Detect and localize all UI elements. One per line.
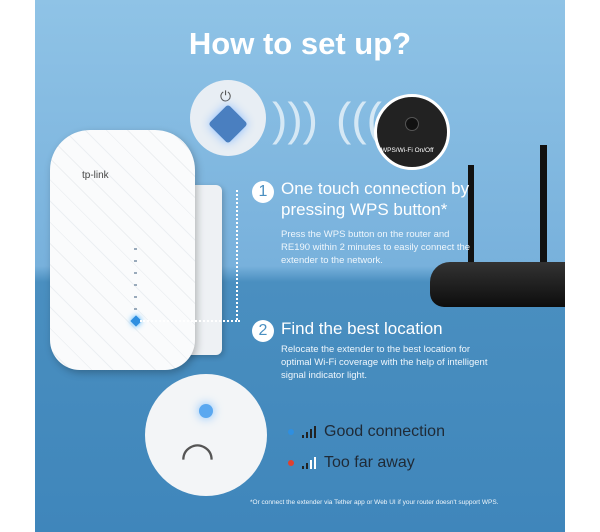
power-icon: ⏻	[220, 88, 232, 104]
wave-icon: )))	[272, 93, 318, 145]
led-indicators	[134, 248, 137, 318]
legend-label: Too far away	[324, 454, 415, 471]
step-title: One touch connection by pressing WPS but…	[281, 179, 470, 219]
router-antenna	[540, 145, 547, 275]
legend-label: Good connection	[324, 423, 445, 440]
wps-button-icon	[208, 104, 248, 144]
blue-light	[199, 404, 213, 418]
connector-line	[236, 190, 238, 320]
connector-line	[140, 320, 240, 322]
wifi-icon: ◠	[180, 435, 215, 479]
legend-far: Too far away	[288, 454, 415, 472]
brand-logo: tp-link	[82, 170, 109, 181]
signal-light-circle: ◠	[145, 374, 267, 496]
step-description: Press the WPS button on the router and R…	[281, 229, 471, 266]
step-number: 2	[252, 320, 274, 342]
legend-good: Good connection	[288, 423, 445, 441]
step-number: 1	[252, 181, 274, 203]
router-wps-circle: WPS/Wi-Fi On/Off	[374, 94, 450, 170]
footnote: *Or connect the extender via Tether app …	[250, 499, 499, 506]
page-title: How to set up?	[188, 26, 412, 61]
step-title: Find the best location	[281, 319, 443, 338]
router-button-label: WPS/Wi-Fi On/Off	[381, 147, 434, 154]
router-antenna	[468, 165, 474, 275]
red-dot-icon	[288, 460, 294, 466]
signal-weak-icon	[302, 457, 316, 469]
router	[430, 262, 565, 307]
extender-device: tp-link	[50, 130, 195, 370]
step-description: Relocate the extender to the best locati…	[281, 344, 488, 381]
blue-dot-icon	[288, 429, 294, 435]
extender-wps-circle: ⏻	[190, 80, 266, 156]
router-button	[405, 117, 419, 131]
signal-strong-icon	[302, 426, 316, 438]
